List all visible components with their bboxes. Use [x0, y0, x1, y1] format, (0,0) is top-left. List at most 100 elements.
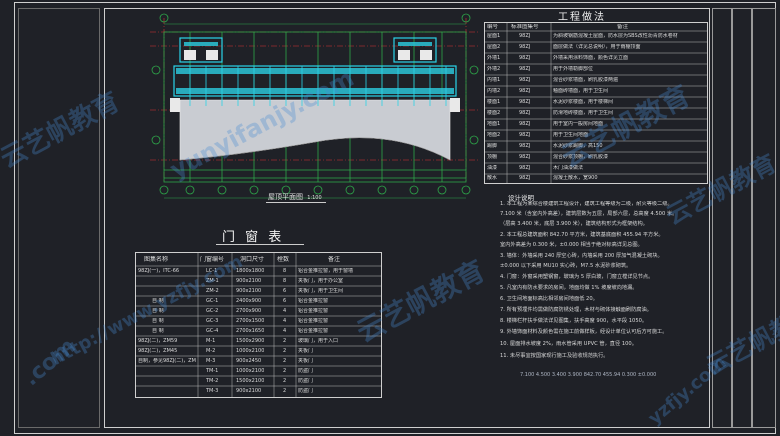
eng-row-code: 散水	[487, 175, 498, 181]
dw-row-atlas: 自制，参见98ZJ(二)，ZM58	[138, 358, 196, 364]
dw-row-atlas: 自 制	[152, 308, 164, 314]
note-highlight: 7.100	[520, 372, 535, 378]
dw-row-code: GC-3	[206, 318, 219, 324]
eng-title: 工程做法	[558, 12, 606, 23]
dw-row-size: 1000x2100	[236, 368, 265, 374]
eng-row-std: 98ZJ	[519, 77, 531, 83]
note-line: 4. 门窗：外窗采用塑钢窗，玻璃为 5 厚白玻，门窗立樘详见节点。	[500, 274, 654, 280]
dw-header-size: 洞口尺寸	[240, 256, 265, 263]
eng-row-note: 水泥砂浆楼面，用于楼梯间	[553, 99, 614, 105]
dw-row-note: 防盗门	[298, 388, 314, 394]
note-highlight: 842.70	[583, 372, 602, 378]
dw-row-qty: 2	[283, 388, 287, 394]
eng-row-code: 顶棚	[487, 154, 498, 160]
dw-row-code: TM-2	[206, 378, 219, 384]
note-line: 7. 所有预埋件均需做防腐防锈处理，木材与砌体接触面刷防腐油。	[500, 307, 652, 313]
note-line: 10. 屋面排水坡度 2%，雨水管采用 UPVC 管，直径 100。	[500, 341, 637, 347]
door-window-title-underline	[216, 244, 304, 245]
eng-row-std: 98ZJ	[519, 121, 531, 127]
dw-row-qty: 2	[283, 348, 287, 354]
dw-row-qty: 8	[283, 278, 287, 284]
eng-row-note: 混合砂浆顶棚，刷乳胶漆	[553, 154, 609, 160]
inner-frame	[104, 8, 710, 428]
eng-row-code: 地面2	[487, 132, 501, 138]
dw-row-size: 900x2450	[236, 358, 262, 364]
dw-row-code: GC-2	[206, 308, 219, 314]
eng-row-code: 油漆	[487, 165, 498, 171]
dw-row-note: 夹板门	[298, 358, 314, 364]
dw-row-note: 铝合金推拉窗	[298, 328, 329, 334]
note-line: 5. 凡室内有防水要求的房间，地面均做 1% 坡度坡向地漏。	[500, 285, 638, 291]
roof-plan-drawing	[150, 13, 480, 199]
roof-plan-title: 屋顶平面图 1:100	[268, 192, 322, 202]
eng-row-note: 防滑地砖楼面，用于卫生间	[553, 110, 614, 116]
eng-row-note: 用于外墙勒脚部位	[553, 66, 594, 72]
eng-row-code: 屋面1	[487, 33, 501, 39]
title-block-strip-right	[752, 8, 776, 428]
note-highlight: 3.900	[567, 372, 583, 378]
dw-row-size: 2700x900	[236, 308, 262, 314]
note-highlight: ±0.000	[637, 372, 657, 378]
dw-row-qty: 4	[283, 318, 287, 324]
dw-row-note: 夹板门，用于办公室	[298, 278, 344, 284]
dw-row-atlas: 自 制	[152, 318, 164, 324]
note-line: 2. 本工程总建筑面积 842.70 平方米，建筑基底面积 455.94 平方米…	[500, 232, 664, 238]
note-line: ±0.000 以下采用 MU10 实心砖，M7.5 水泥砂浆砌筑。	[500, 263, 632, 269]
note-line: 11. 未尽事宜按国家现行施工及验收规范执行。	[500, 353, 609, 359]
eng-row-std: 98ZJ	[519, 99, 531, 105]
eng-row-std: 98ZJ	[519, 66, 531, 72]
dw-row-note: 铝合金推拉窗	[298, 308, 329, 314]
dw-row-code: M-2	[206, 348, 216, 354]
eng-row-code: 地面1	[487, 121, 501, 127]
dw-row-size: 900x2100	[236, 278, 262, 284]
dw-row-code: ZM-2	[206, 288, 219, 294]
dw-row-note: 铝合金推拉窗，用于窗墙	[298, 268, 354, 274]
eng-row-note: 釉面砖墙面，用于卫生间	[553, 88, 609, 94]
eng-row-note: 水泥砂浆踢脚，高150	[553, 143, 603, 149]
note-line: 6. 卫生间地面标高比相邻房间地面低 20。	[500, 296, 598, 302]
dw-row-code: ZM-1	[206, 278, 219, 284]
eng-row-std: 98ZJ	[519, 88, 531, 94]
dw-row-code: M-1	[206, 338, 216, 344]
dw-row-code: TM-1	[206, 368, 219, 374]
dw-row-note: 防盗门	[298, 378, 314, 384]
title-block-strip-mid	[732, 8, 752, 428]
dw-row-code: M-3	[206, 358, 216, 364]
dw-row-qty: 4	[283, 308, 287, 314]
eng-row-code: 外墙1	[487, 55, 501, 61]
dw-row-qty: 2	[283, 368, 287, 374]
dw-row-atlas: 98ZJ(一)，ITC-66	[138, 268, 180, 274]
dw-row-size: 2700x1500	[236, 318, 265, 324]
eng-row-note: 用于室内一般房间地面	[553, 121, 604, 127]
dw-row-note: 夹板门，用于卫生间	[298, 288, 344, 294]
eng-row-std: 98ZJ	[519, 44, 531, 50]
eng-row-std: 98ZJ	[519, 175, 531, 181]
note-line: 7.100 米（含室内外高差），建筑层数为五层，局部六层，总高度 4.500 米…	[500, 211, 678, 217]
dw-row-note: 玻璃门，用于入口	[298, 338, 339, 344]
dw-row-size: 1000x2100	[236, 348, 265, 354]
note-highlight: 3.400	[551, 372, 567, 378]
eng-row-note: 混凝土散水，宽900	[553, 175, 598, 181]
dw-row-size: 900x2100	[236, 288, 262, 294]
eng-row-code: 外墙2	[487, 66, 501, 72]
dw-row-note: 铝合金推拉窗	[298, 298, 329, 304]
notes-title: 设计说明	[508, 194, 534, 202]
door-window-title: 门 窗 表	[222, 230, 285, 245]
eng-table-grid	[485, 23, 707, 183]
eng-row-code: 内墙1	[487, 77, 501, 83]
dw-row-size: 1500x2900	[236, 338, 265, 344]
eng-table: 编号 标准图集号 备注 屋面1 98ZJ 为斜坡钢筋混凝土屋面，防水层为SBS改…	[484, 22, 708, 184]
door-window-grid	[136, 253, 381, 397]
eng-row-note: 用于卫生间地面	[553, 132, 589, 138]
eng-row-note: 面层做法（详见总说明），用于雨棚顶面	[553, 44, 641, 50]
dw-row-size: 2700x1650	[236, 328, 265, 334]
dw-row-code: TM-3	[206, 388, 219, 394]
dw-header-qty: 樘数	[277, 256, 290, 263]
notes-block: 1. 本工程为某综合楼建筑工程设计，建筑工程等级为二级，耐火等级二级。 7.10…	[500, 201, 706, 371]
roof-plan-title-underline	[266, 202, 326, 203]
eng-row-code: 楼面1	[487, 99, 501, 105]
eng-row-note: 外墙采用涂料饰面，颜色详见立面	[553, 55, 629, 61]
dw-row-size: 1800x1800	[236, 268, 265, 274]
dw-row-qty: 2	[283, 378, 287, 384]
eng-row-code: 楼面2	[487, 110, 501, 116]
